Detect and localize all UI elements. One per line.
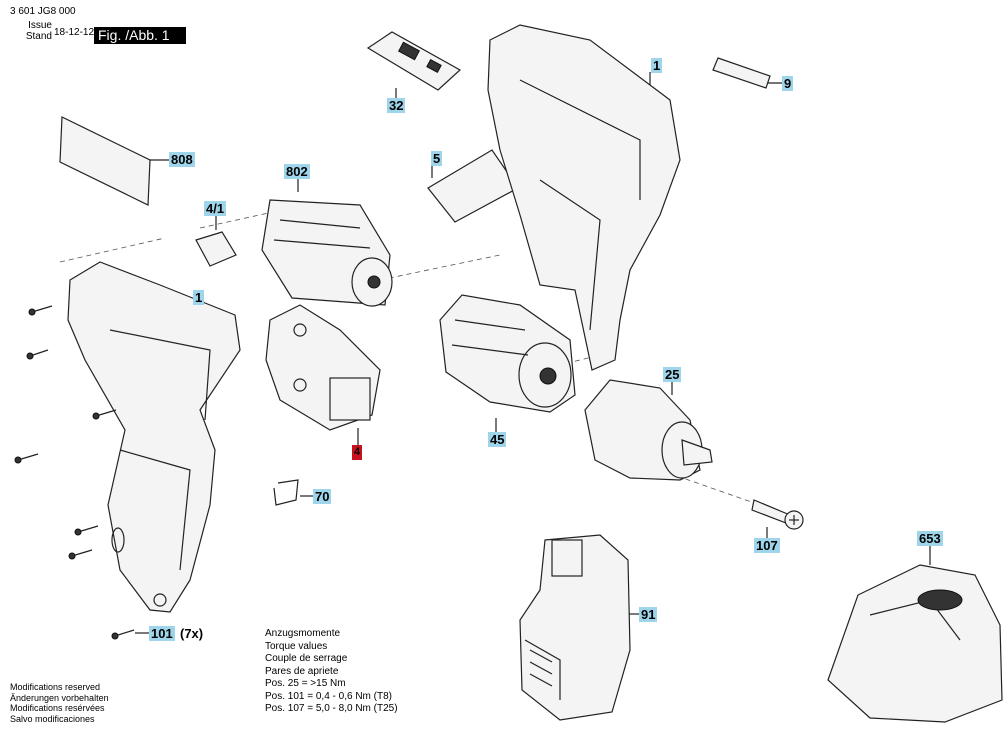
modifications-line: Modifications reserved (10, 682, 101, 692)
callout-101: 101 (149, 626, 175, 641)
callout-101-qty: (7x) (180, 626, 204, 641)
callout-653: 653 (917, 531, 943, 546)
torque-line: Pos. 25 = >15 Nm (265, 678, 346, 689)
torque-line: Anzugsmomente (265, 628, 341, 639)
callout-1-right: 1 (651, 58, 663, 73)
housing-screws (14, 305, 135, 640)
screw-icon (92, 409, 117, 420)
torque-line: Pares de apriete (265, 665, 339, 677)
screw-icon (68, 549, 93, 560)
battery-pack-icon (519, 534, 631, 721)
callout-107: 107 (754, 538, 780, 553)
screw-icon (28, 305, 53, 316)
gearbox-icon (439, 294, 576, 413)
modifications-line: Salvo modificaciones (10, 713, 95, 724)
callout-70: 70 (313, 489, 332, 504)
spring-clip-icon (273, 479, 299, 506)
label-strip-icon (59, 116, 151, 206)
chuck-icon (584, 379, 713, 481)
part-code: 3 601 JG8 000 (10, 6, 76, 17)
issue-date: 18-12-12 (54, 27, 95, 38)
callout-4: 4 (352, 445, 363, 460)
drill-housing-right-icon (487, 24, 681, 371)
screw-icon (14, 453, 39, 464)
callout-5: 5 (431, 151, 443, 166)
screw-icon (751, 499, 804, 530)
torque-values: Anzugsmomente Torque values Couple de se… (265, 628, 398, 716)
figure-label: Fig. /Abb. 1 (94, 27, 186, 44)
screw-icon (74, 525, 99, 536)
drill-housing-left-icon (67, 261, 241, 613)
motor-icon (261, 199, 393, 307)
screw-icon (111, 629, 135, 640)
torque-line: Couple de serrage (265, 653, 348, 664)
callout-25: 25 (663, 367, 682, 382)
screw-icon (26, 349, 49, 360)
callout-91: 91 (639, 607, 658, 622)
callout-32: 32 (387, 98, 406, 113)
callout-9: 9 (782, 76, 794, 91)
modifications-line: Modifications resérvées (10, 703, 105, 713)
torque-line: Pos. 101 = 0,4 - 0,6 Nm (T8) (265, 690, 392, 702)
issue-label: Issue Stand (25, 20, 52, 42)
small-label-icon (712, 57, 771, 89)
callout-45: 45 (488, 432, 507, 447)
torque-line: Pos. 107 = 5,0 - 8,0 Nm (T25) (265, 703, 398, 714)
torque-line: Torque values (265, 640, 328, 652)
modifications-note: Modifications reserved Änderungen vorbeh… (10, 682, 109, 724)
callout-808: 808 (169, 152, 195, 167)
callout-4-1: 4/1 (204, 201, 227, 216)
contact-plate-icon (366, 31, 462, 91)
callout-802: 802 (284, 164, 310, 179)
switch-icon (265, 304, 381, 431)
modifications-line: Änderungen vorbehalten (10, 692, 109, 703)
callout-1-left: 1 (193, 290, 205, 305)
spacer-block-icon (195, 231, 237, 267)
charger-icon (827, 564, 1003, 723)
